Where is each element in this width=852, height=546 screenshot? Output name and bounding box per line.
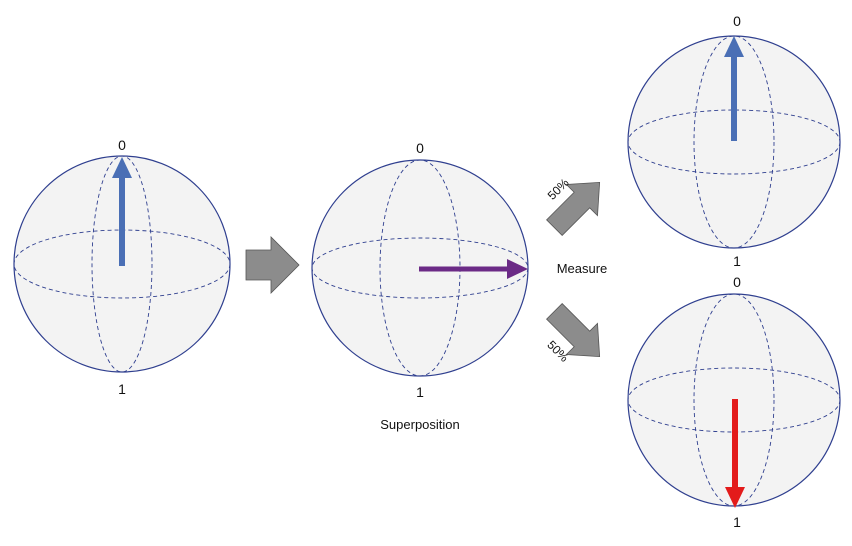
meridian-dashed xyxy=(91,155,153,373)
bloch-sphere-result-one: 0 1 xyxy=(627,274,841,530)
pole-label-bottom: 1 xyxy=(416,384,424,400)
pole-label-bottom: 1 xyxy=(733,253,741,269)
measure-arrow-lower xyxy=(546,303,601,358)
probability-lower: 50% xyxy=(544,338,571,365)
measure-label: Measure xyxy=(557,261,608,276)
pole-label-bottom: 1 xyxy=(733,514,741,530)
bloch-sphere-initial: 0 1 xyxy=(13,137,231,397)
state-vector-one-head xyxy=(725,487,745,508)
state-vector-superposition-head xyxy=(507,259,528,279)
pole-label-top: 0 xyxy=(733,274,741,290)
gate-arrow xyxy=(245,236,300,294)
bloch-sphere-superposition: 0 1 Superposition xyxy=(311,140,529,432)
state-vector-zero-head xyxy=(724,36,744,57)
superposition-caption: Superposition xyxy=(380,417,460,432)
pole-label-bottom: 1 xyxy=(118,381,126,397)
bloch-sphere-result-zero: 0 1 xyxy=(627,13,841,269)
equator-dashed xyxy=(627,367,841,433)
meridian-dashed xyxy=(693,293,775,507)
pole-label-top: 0 xyxy=(118,137,126,153)
meridian-dashed xyxy=(693,35,775,249)
measure-arrow-upper xyxy=(546,181,601,236)
equator-dashed xyxy=(311,237,529,299)
pole-label-top: 0 xyxy=(733,13,741,29)
pole-label-top: 0 xyxy=(416,140,424,156)
equator-dashed xyxy=(627,109,841,175)
state-vector-zero-head xyxy=(112,157,132,178)
